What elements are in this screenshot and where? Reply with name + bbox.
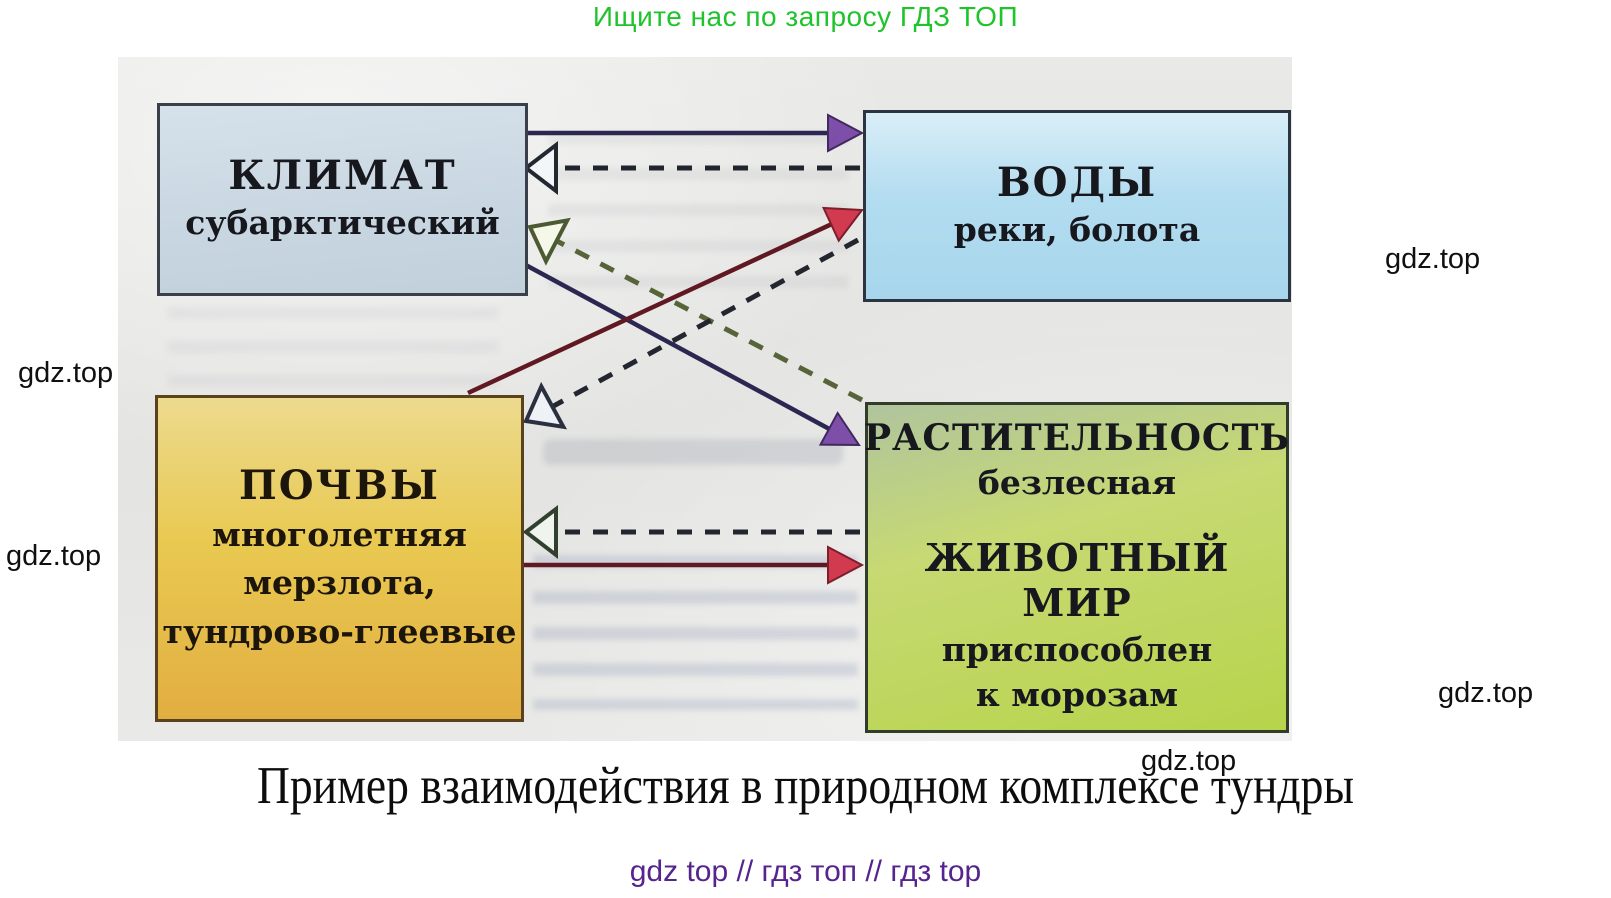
animal-world-subtitle-line: к морозам bbox=[975, 675, 1179, 715]
arrow-climate-to-vegetation bbox=[520, 261, 861, 447]
watermark-gdz-right-lower: gdz.top bbox=[1438, 677, 1534, 709]
figure-caption: Пример взаимодействия в природном компле… bbox=[256, 757, 1355, 815]
node-soils: ПОЧВЫ многолетняя мерзлота, тундрово-гле… bbox=[155, 395, 524, 722]
soils-subtitle-line: тундрово-глеевые bbox=[162, 611, 517, 651]
watermark-gdz-left-upper: gdz.top bbox=[18, 357, 114, 389]
node-vegetation: РАСТИТЕЛЬНОСТЬ безлесная ЖИВОТНЫЙ МИР пр… bbox=[863, 402, 1291, 733]
arrow-soils-to-vegetation bbox=[520, 545, 865, 585]
node-climate: КЛИМАТ субарктический bbox=[157, 103, 528, 296]
promo-banner-bottom: gdz top // гдз топ // гдз top bbox=[629, 855, 982, 888]
soils-title: ПОЧВЫ bbox=[238, 462, 440, 510]
arrows-layer bbox=[467, 113, 865, 585]
arrow-vegetation-to-soils bbox=[522, 504, 860, 560]
climate-subtitle: субарктический bbox=[185, 203, 500, 243]
diagram-tundra-interaction: КЛИМАТ субарктический ВОДЫ реки, болота … bbox=[118, 57, 1292, 741]
waters-title: ВОДЫ bbox=[996, 158, 1158, 206]
climate-title: КЛИМАТ bbox=[228, 152, 457, 200]
vegetation-subtitle: безлесная bbox=[977, 462, 1177, 502]
watermark-gdz-left-lower: gdz.top bbox=[6, 540, 102, 572]
animal-world-title: ЖИВОТНЫЙ МИР bbox=[924, 534, 1230, 625]
watermark-gdz-right-upper: gdz.top bbox=[1385, 243, 1481, 275]
arrow-vegetation-to-climate bbox=[527, 217, 864, 403]
soils-subtitle-line: мерзлота, bbox=[243, 563, 436, 603]
vegetation-title: РАСТИТЕЛЬНОСТЬ bbox=[863, 416, 1291, 459]
watermark-gdz-bottom: gdz.top bbox=[1141, 745, 1237, 777]
animal-world-subtitle-line: приспособлен bbox=[941, 629, 1213, 669]
node-waters: ВОДЫ реки, болота bbox=[863, 110, 1291, 302]
arrow-waters-to-climate bbox=[522, 140, 860, 196]
promo-banner-top: Ищите нас по запросу ГДЗ ТОП bbox=[592, 1, 1019, 32]
arrow-soils-to-waters bbox=[467, 206, 864, 396]
arrow-waters-to-soils bbox=[523, 237, 860, 430]
arrow-climate-to-waters bbox=[524, 113, 865, 153]
waters-subtitle: реки, болота bbox=[953, 209, 1201, 249]
soils-subtitle-line: многолетняя bbox=[212, 515, 467, 555]
